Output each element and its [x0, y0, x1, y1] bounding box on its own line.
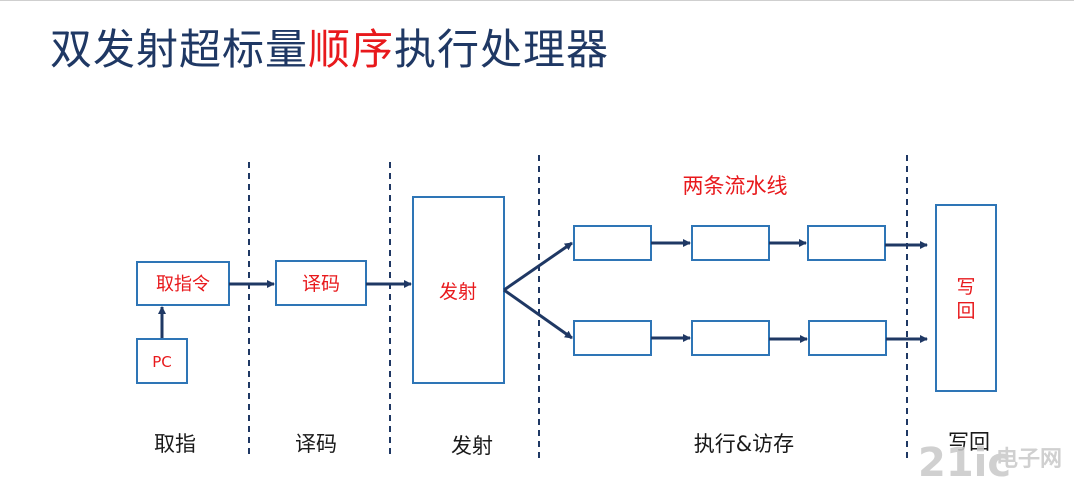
fetch-box-label: 取指令 — [156, 274, 210, 295]
pipe1-stage1-box — [573, 225, 652, 261]
pipe1-stage2-box — [691, 225, 770, 261]
pipe2-stage3-box — [808, 320, 887, 356]
arrow-issue-to-pipe2 — [503, 288, 573, 340]
issue-box-label: 发射 — [439, 281, 477, 303]
decode-box — [275, 260, 367, 306]
pc-box — [136, 338, 188, 384]
watermark-logo: 21ic 电子网 — [918, 440, 1062, 483]
stage-label-issue: 发射 — [451, 434, 493, 458]
top-border-line — [0, 0, 1074, 1]
writeback-box-label-line2: 回 — [956, 300, 975, 322]
watermark-main-text: 电子网 — [996, 447, 1062, 472]
stage-label-decode: 译码 — [295, 432, 337, 456]
stage-label-fetch: 取指 — [154, 432, 196, 456]
pipe1-stage3-box — [807, 225, 886, 261]
writeback-box-label-line1: 写 — [956, 276, 975, 298]
writeback-box — [935, 204, 997, 392]
watermark-sub-text: 21ic — [918, 440, 1011, 483]
pipe2-stage2-box — [691, 320, 770, 356]
decode-box-label: 译码 — [302, 273, 340, 295]
pc-box-label: PC — [152, 353, 172, 371]
stage-label-execute-memory: 执行&访存 — [694, 432, 794, 456]
slide-title: 双发射超标量顺序执行处理器 — [50, 22, 609, 78]
arrow-issue-to-pipe1 — [503, 241, 573, 292]
pipeline-label: 两条流水线 — [683, 174, 788, 198]
title-highlight: 顺序 — [308, 25, 395, 74]
fetch-box — [136, 261, 230, 306]
issue-box — [412, 196, 505, 384]
stage-label-writeback: 写回 — [948, 430, 990, 454]
pipe2-stage1-box — [573, 320, 652, 356]
title-part-1: 双发射超标量 — [50, 25, 309, 74]
title-part-2: 执行处理器 — [394, 25, 610, 74]
stage-dividers — [248, 155, 908, 458]
